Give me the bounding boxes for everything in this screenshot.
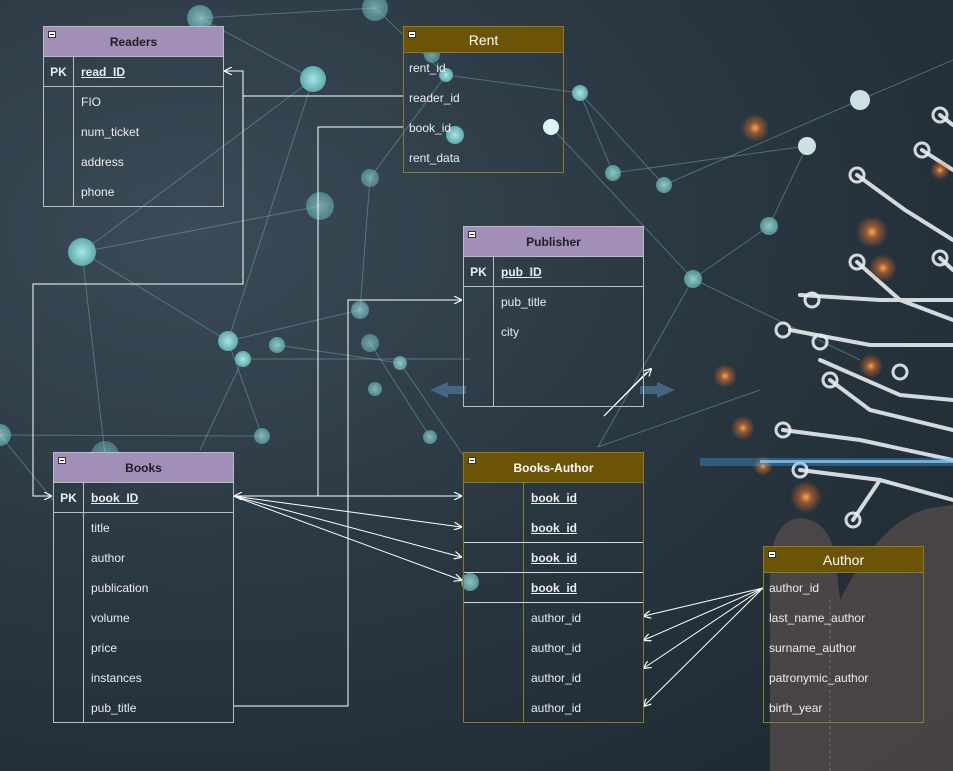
pk-field: pub_ID (501, 264, 542, 279)
collapse-icon[interactable] (48, 31, 56, 38)
pk-field: book_ID (91, 490, 139, 505)
field-name: title (91, 521, 110, 535)
table-books-author[interactable]: Books-Author book_id book_id book_id boo… (463, 452, 644, 723)
field-name: publication (91, 581, 149, 595)
books-header[interactable]: Books (54, 453, 233, 483)
field-row[interactable]: author_id (524, 693, 643, 723)
field-row[interactable]: birth_year (764, 693, 923, 723)
field-row[interactable]: address (74, 147, 223, 177)
field-name: birth_year (769, 701, 823, 715)
pk-label: PK (464, 257, 494, 286)
readers-pk-row[interactable]: PK read_ID (44, 57, 223, 87)
field-row[interactable]: author_id (524, 603, 643, 633)
books-pk-row[interactable]: PK book_ID (54, 483, 233, 513)
readers-title: Readers (109, 34, 158, 49)
field-name: rent_data (409, 151, 460, 165)
field-name: book_id (409, 121, 452, 135)
author-header[interactable]: Author (764, 547, 923, 573)
publisher-pk-row[interactable]: PK pub_ID (464, 257, 643, 287)
table-readers[interactable]: Readers PK read_ID FIO num_ticket addres… (43, 26, 224, 207)
key-field: book_id (531, 520, 578, 535)
field-name: city (501, 325, 519, 339)
key-field: book_id (531, 491, 578, 505)
collapse-icon[interactable] (58, 457, 66, 464)
field-name: phone (81, 185, 115, 199)
field-name: surname_author (769, 641, 857, 655)
field-row[interactable]: price (84, 633, 233, 663)
field-row[interactable]: rent_id (404, 53, 563, 83)
field-row[interactable]: rent_data (404, 143, 563, 173)
field-row[interactable]: patronymic_author (764, 663, 923, 693)
pk-label: PK (54, 483, 84, 512)
collapse-icon[interactable] (768, 551, 776, 558)
field-row[interactable]: author_id (764, 573, 923, 603)
rent-header[interactable]: Rent (404, 27, 563, 53)
collapse-icon[interactable] (468, 231, 476, 238)
field-row[interactable]: author_id (524, 633, 643, 663)
table-rent[interactable]: Rent rent_id reader_id book_id rent_data (403, 26, 564, 173)
books-title: Books (125, 460, 162, 475)
field-name: price (91, 641, 118, 655)
field-name: pub_title (91, 701, 137, 715)
field-name: last_name_author (769, 611, 866, 625)
key-field: book_id (531, 580, 578, 595)
field-name: pub_title (501, 295, 547, 309)
field-row[interactable]: author (84, 543, 233, 573)
key-row[interactable]: book_id (464, 483, 643, 513)
field-name: instances (91, 671, 142, 685)
field-row[interactable]: volume (84, 603, 233, 633)
publisher-title: Publisher (526, 234, 581, 249)
readers-header[interactable]: Readers (44, 27, 223, 57)
field-row[interactable]: last_name_author (764, 603, 923, 633)
field-row[interactable]: FIO (74, 87, 223, 117)
pk-label: PK (44, 57, 74, 86)
key-row[interactable]: book_id (464, 513, 643, 543)
field-name: address (81, 155, 124, 169)
field-name: author_id (531, 671, 582, 685)
rent-title: Rent (468, 31, 499, 48)
field-row[interactable]: pub_title (84, 693, 233, 723)
pk-field: read_ID (81, 64, 126, 79)
field-name: author_id (769, 581, 820, 595)
books-author-title: Books-Author (513, 460, 594, 475)
field-row[interactable]: phone (74, 177, 223, 207)
table-publisher[interactable]: Publisher PK pub_ID pub_title city (463, 226, 644, 407)
field-name: FIO (81, 95, 101, 109)
field-name: num_ticket (81, 125, 140, 139)
field-row[interactable]: reader_id (404, 83, 563, 113)
field-name: reader_id (409, 91, 460, 105)
key-row[interactable]: book_id (464, 573, 643, 603)
key-row[interactable]: book_id (464, 543, 643, 573)
table-books[interactable]: Books PK book_ID title author publicatio… (53, 452, 234, 723)
field-row[interactable]: city (494, 317, 643, 347)
collapse-icon[interactable] (408, 31, 416, 38)
field-row[interactable]: book_id (404, 113, 563, 143)
field-row[interactable]: surname_author (764, 633, 923, 663)
field-row[interactable]: instances (84, 663, 233, 693)
field-name: rent_id (409, 61, 446, 75)
collapse-icon[interactable] (468, 457, 476, 464)
author-title: Author (822, 551, 865, 568)
field-name: volume (91, 611, 130, 625)
field-row[interactable]: title (84, 513, 233, 543)
key-field: book_id (531, 550, 578, 565)
field-name: author_id (531, 701, 582, 715)
field-row[interactable]: num_ticket (74, 117, 223, 147)
field-name: author_id (531, 641, 582, 655)
field-row[interactable]: pub_title (494, 287, 643, 317)
books-author-header[interactable]: Books-Author (464, 453, 643, 483)
publisher-header[interactable]: Publisher (464, 227, 643, 257)
field-name: patronymic_author (769, 671, 869, 685)
field-row[interactable]: publication (84, 573, 233, 603)
field-name: author_id (531, 611, 582, 625)
field-row[interactable]: author_id (524, 663, 643, 693)
field-name: author (91, 551, 126, 565)
table-author[interactable]: Author author_id last_name_author surnam… (763, 546, 924, 723)
